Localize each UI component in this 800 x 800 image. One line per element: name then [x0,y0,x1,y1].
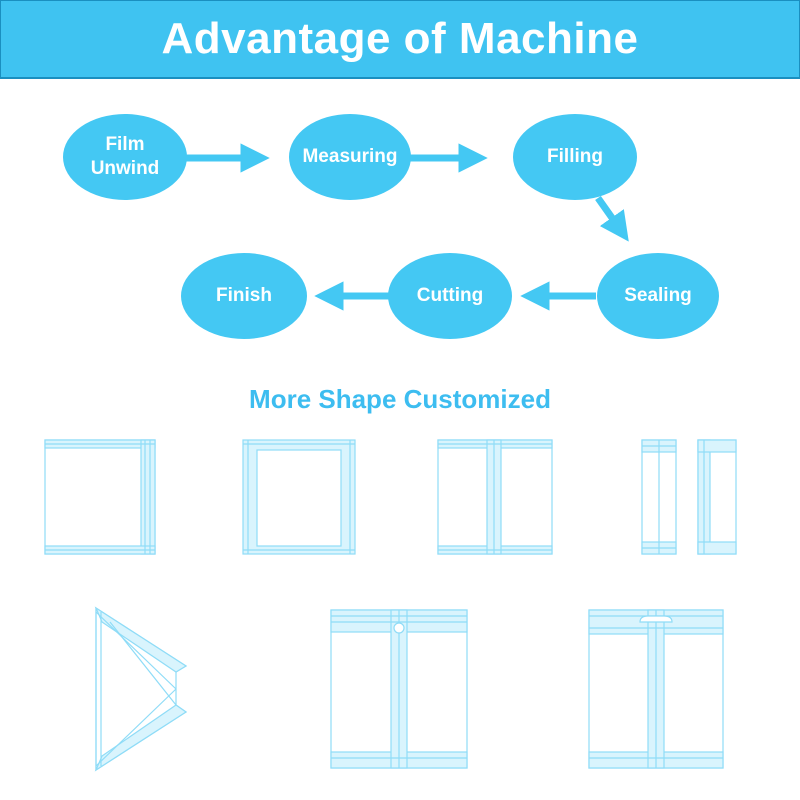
page-title: Advantage of Machine [161,14,639,63]
triangle-bag-icon [94,606,188,772]
gusset-bag-icon [641,439,737,555]
step-film-unwind: Film Unwind [63,114,187,200]
round-hole-hanging-bag-icon [330,609,468,769]
step-label: Sealing [624,285,692,306]
three-side-seal-bag-icon [44,439,156,555]
step-label: Filling [547,146,603,167]
title-banner: Advantage of Machine [0,0,800,79]
flow-arrows [186,143,629,311]
four-side-seal-bag-icon [242,439,356,555]
step-measuring: Measuring [289,114,411,200]
step-filling: Filling [513,114,637,200]
process-flow: Film Unwind Measuring Filling Sealing Cu… [0,0,800,360]
step-sealing: Sealing [597,253,719,339]
step-label: Finish [216,285,272,306]
step-finish: Finish [181,253,307,339]
step-label: Measuring [302,146,398,167]
euro-hole-hanging-bag-icon [588,609,724,769]
shapes-title: More Shape Customized [249,384,551,414]
step-cutting: Cutting [388,253,512,339]
step-label: Cutting [416,285,484,306]
back-seal-bag-icon [437,439,553,555]
step-label: Film Unwind [90,134,160,179]
arrow-filling-to-sealing [595,195,629,242]
